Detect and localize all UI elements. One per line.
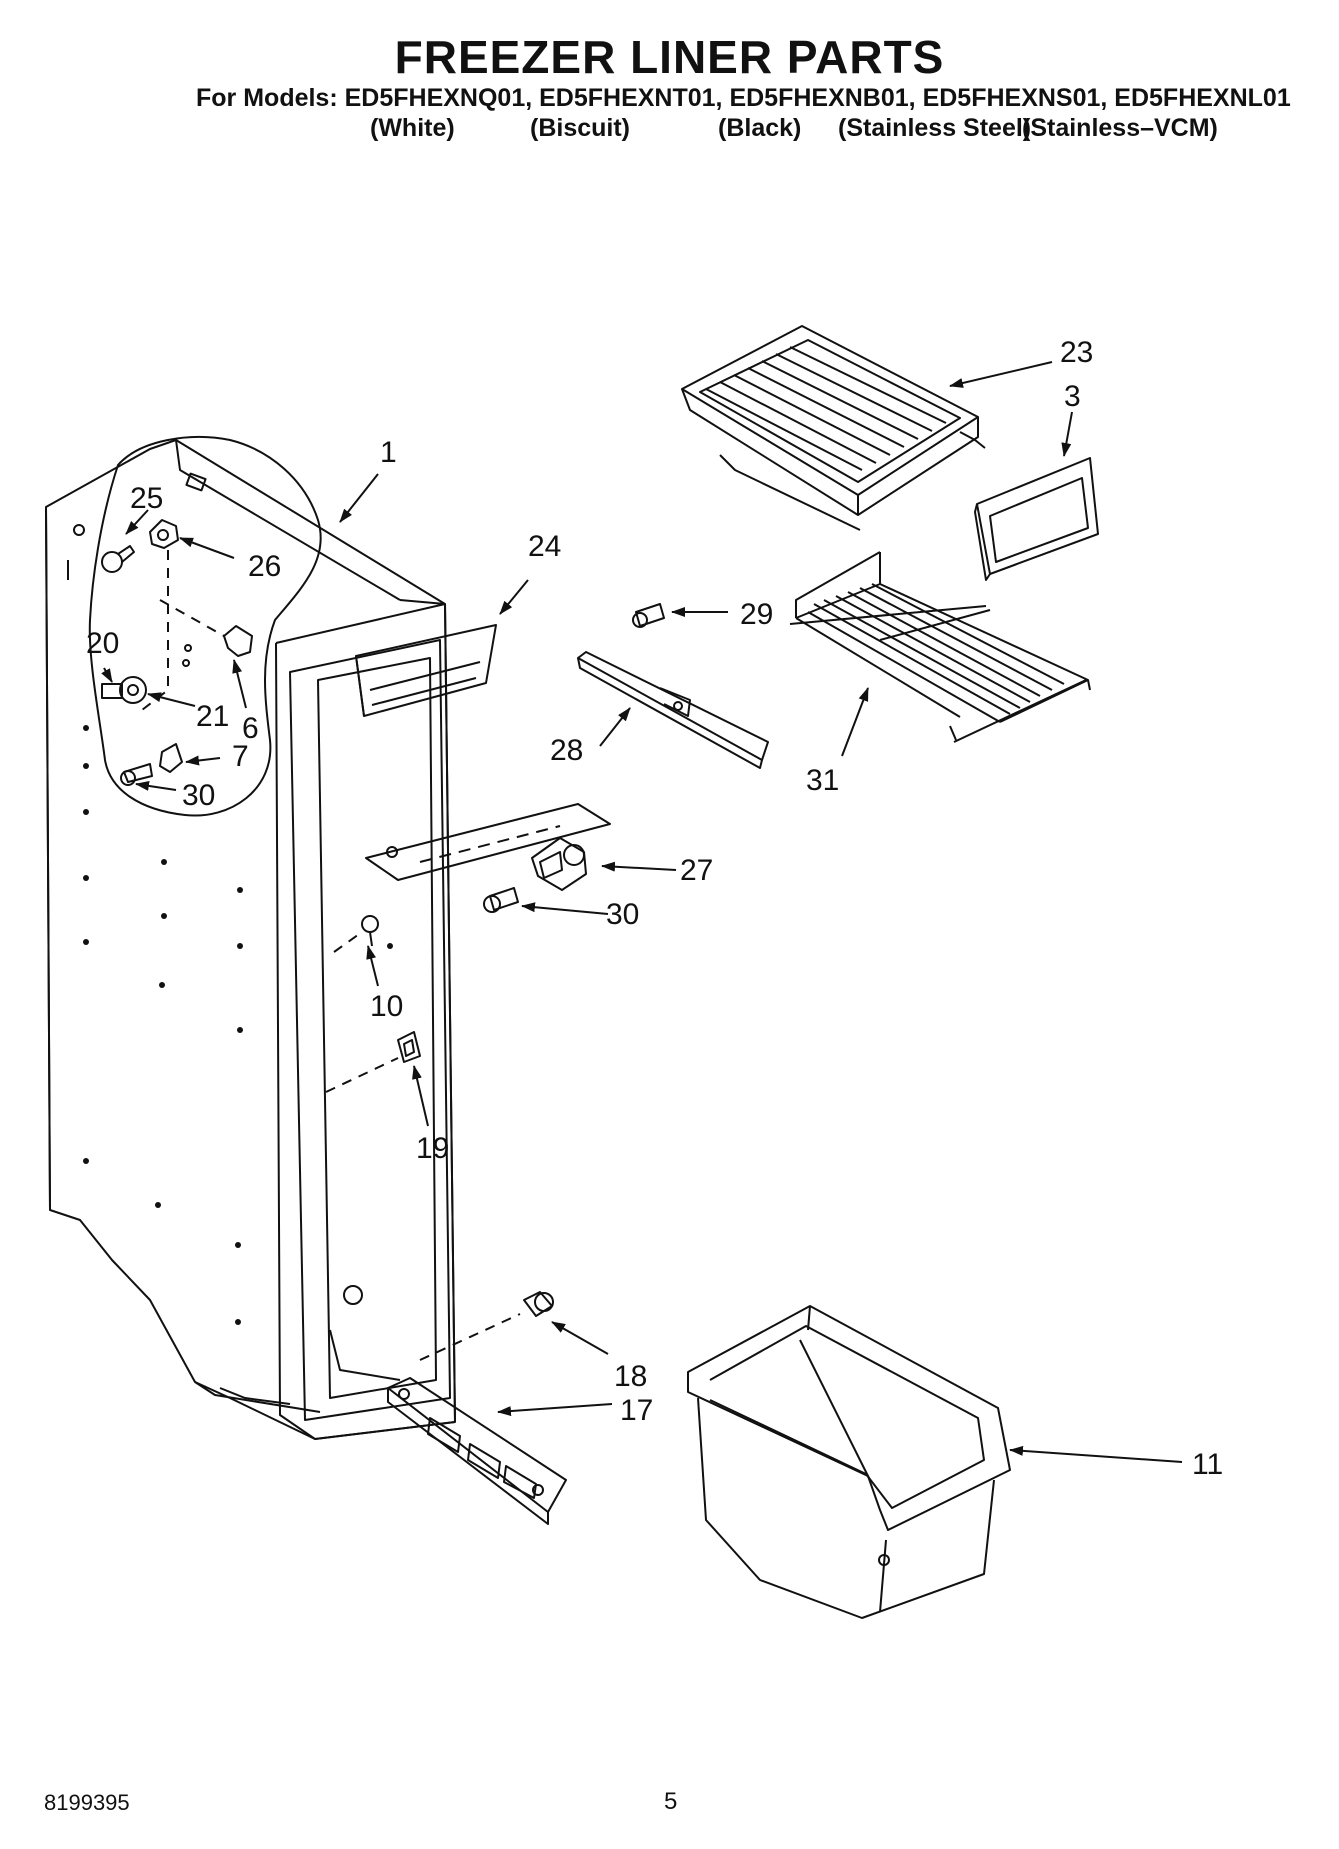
mounting-holes bbox=[83, 725, 393, 1325]
color-white: (White) bbox=[370, 114, 455, 142]
callout-1: 1 bbox=[380, 436, 397, 469]
color-biscuit: (Biscuit) bbox=[530, 114, 630, 142]
callout-30-lower: 30 bbox=[606, 898, 639, 931]
wire-shelf-31 bbox=[789, 551, 1091, 743]
washer-21 bbox=[119, 676, 147, 704]
callout-31: 31 bbox=[806, 764, 839, 797]
callout-11: 11 bbox=[1192, 1448, 1223, 1481]
screw-10 bbox=[333, 915, 379, 953]
callout-26: 26 bbox=[248, 550, 281, 583]
callout-3: 3 bbox=[1064, 380, 1081, 413]
callout-23: 23 bbox=[1060, 336, 1093, 369]
callout-25: 25 bbox=[130, 482, 163, 515]
bin-11 bbox=[687, 1305, 1011, 1619]
callout-20: 20 bbox=[86, 627, 119, 660]
screw-30-upper bbox=[123, 763, 153, 783]
light-housing-27 bbox=[365, 803, 611, 891]
light-socket bbox=[149, 519, 179, 549]
callout-10: 10 bbox=[370, 990, 403, 1023]
screw-30-lower bbox=[483, 887, 519, 913]
leader-arrows bbox=[101, 361, 1183, 1463]
screw-18 bbox=[419, 1291, 554, 1361]
freezer-trim-24 bbox=[355, 624, 497, 717]
bracket-6 bbox=[223, 625, 253, 657]
screw-20 bbox=[101, 683, 123, 699]
light-bulb bbox=[101, 545, 135, 573]
model-list: For Models: ED5FHEXNQ01, ED5FHEXNT01, ED… bbox=[196, 84, 1291, 112]
callout-6: 6 bbox=[242, 712, 259, 745]
callout-27: 27 bbox=[680, 854, 713, 887]
freezer-liner-cabinet bbox=[45, 439, 456, 1440]
callout-18: 18 bbox=[614, 1360, 647, 1393]
color-stainless-vcm: (Stainless–VCM) bbox=[1022, 114, 1218, 142]
callout-29: 29 bbox=[740, 598, 773, 631]
callout-19: 19 bbox=[416, 1132, 449, 1165]
screw-29 bbox=[632, 603, 665, 628]
color-stainless-steel: (Stainless Steel) bbox=[838, 114, 1032, 142]
grille-17 bbox=[387, 1377, 567, 1525]
callout-17: 17 bbox=[620, 1394, 653, 1427]
page-title: FREEZER LINER PARTS bbox=[394, 31, 945, 83]
shelf-frame-3 bbox=[974, 457, 1099, 581]
document-number: 8199395 bbox=[44, 1790, 130, 1815]
callout-7: 7 bbox=[232, 740, 249, 773]
switch-19 bbox=[325, 1031, 421, 1093]
shelf-support-28 bbox=[577, 651, 769, 769]
callout-21: 21 bbox=[196, 700, 229, 733]
callout-28: 28 bbox=[550, 734, 583, 767]
callout-24: 24 bbox=[528, 530, 561, 563]
bracket-7 bbox=[159, 743, 183, 773]
color-black: (Black) bbox=[718, 114, 802, 142]
callout-30-upper: 30 bbox=[182, 779, 215, 812]
page-number: 5 bbox=[664, 1788, 678, 1815]
cutaway-outline bbox=[88, 436, 322, 817]
shelf-23 bbox=[681, 325, 986, 531]
